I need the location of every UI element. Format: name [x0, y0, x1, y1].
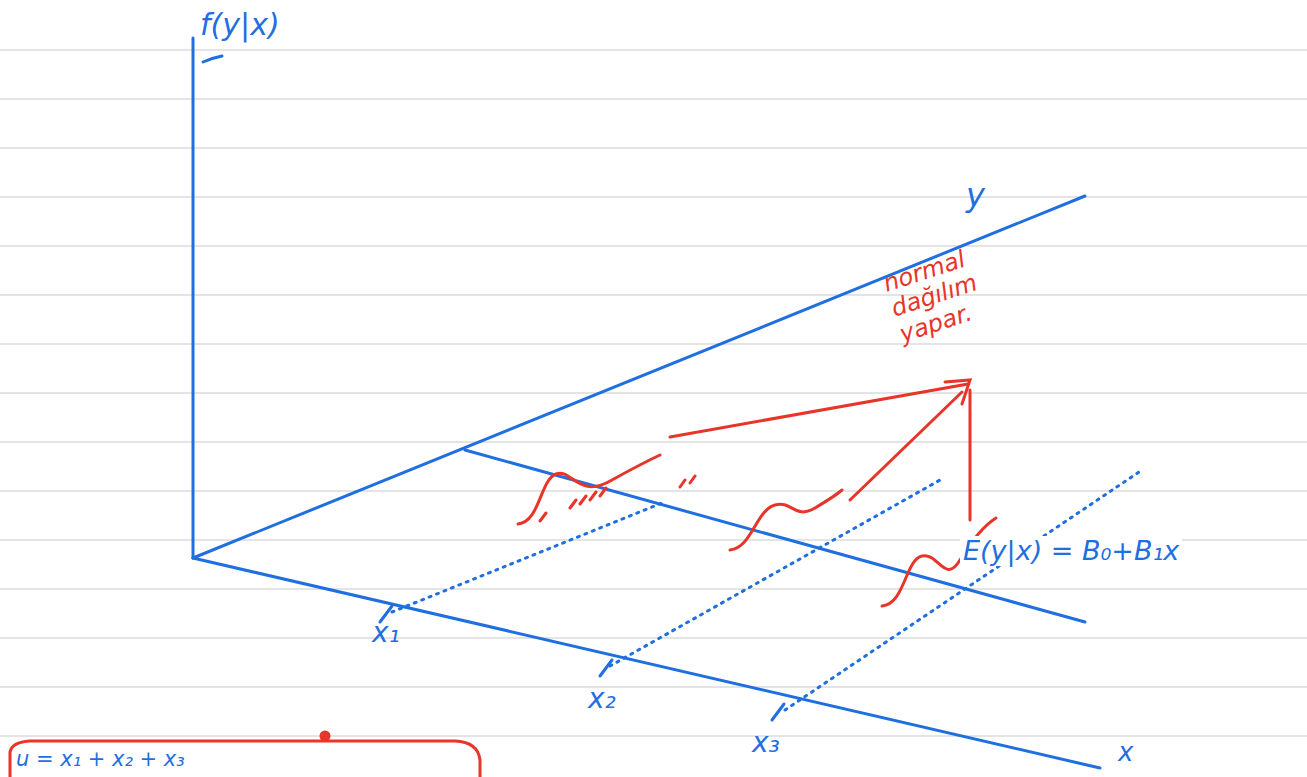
normal-curves [518, 455, 996, 606]
ruled-line [0, 393, 1307, 394]
dotted-guides [392, 470, 1142, 710]
ruled-line [0, 50, 1307, 51]
pointer-arrows [670, 380, 970, 520]
axis-label: y [966, 178, 985, 213]
ruled-line [0, 638, 1307, 639]
ruled-line [0, 344, 1307, 345]
tick-label: x₂ [588, 684, 616, 715]
note: normal dağılım yapar. [880, 232, 1028, 347]
ruled-line [0, 197, 1307, 198]
axis-label: f(y|x) [200, 8, 280, 41]
equation-label: E(y|x) = B₀+B₁x [960, 536, 1182, 566]
ruled-line [0, 99, 1307, 100]
ruled-lines [0, 50, 1307, 736]
ruled-line [0, 246, 1307, 247]
ruled-line [0, 442, 1307, 443]
ruled-line [0, 736, 1307, 737]
ruled-line [0, 148, 1307, 149]
formula-bracket [10, 732, 480, 777]
ruled-line [0, 589, 1307, 590]
formula-text: u = x₁ + x₂ + x₃ [16, 748, 185, 771]
ruled-line [0, 687, 1307, 688]
tick-label: x₃ [752, 728, 780, 759]
tick-label: x₁ [372, 618, 400, 649]
ruled-line [0, 295, 1307, 296]
axis-label: x [1118, 738, 1133, 767]
axes [193, 38, 1100, 768]
